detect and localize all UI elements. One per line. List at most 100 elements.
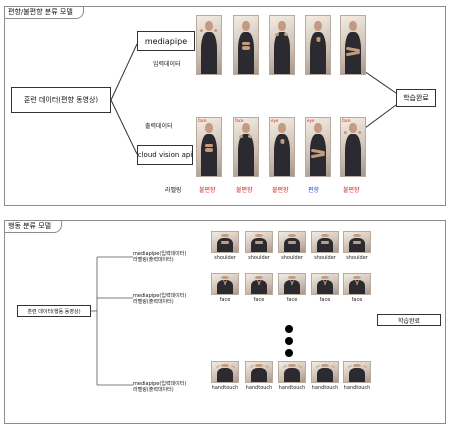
person-arm — [199, 28, 205, 33]
labeling-legend-label: 라벨링 — [165, 187, 182, 194]
person-arm — [315, 365, 320, 369]
person-arm — [282, 365, 287, 369]
behavior-photo — [211, 231, 239, 253]
person-head — [242, 122, 250, 134]
class-label: 불편향 — [236, 187, 253, 194]
person-arm — [320, 240, 330, 242]
photo-tag: eye — [307, 118, 315, 123]
person-head — [278, 20, 286, 32]
person-torso — [283, 237, 301, 252]
behavior-photo — [211, 273, 239, 295]
behavior-photo — [245, 231, 273, 253]
input-photo — [305, 15, 331, 75]
photo-tag: face — [198, 118, 207, 123]
bias-training-data-box: 훈련 데이터(편향 동영상) — [11, 87, 111, 113]
behavior-photo — [343, 231, 371, 253]
class-label: 불편향 — [343, 187, 360, 194]
person-head — [353, 275, 361, 280]
person-head — [205, 122, 213, 134]
person-head — [255, 363, 263, 368]
person-torso — [201, 134, 217, 176]
ellipsis-dot — [285, 349, 293, 357]
person-torso — [348, 279, 366, 294]
group-output-label: 라벨링(출력데이터) — [133, 257, 174, 263]
photo-caption: handtouch — [343, 385, 371, 391]
person-arm — [264, 365, 269, 369]
person-head — [353, 363, 361, 368]
person-arm — [347, 365, 352, 369]
behavior-panel-tab: 행동 분류 모델 — [4, 220, 63, 233]
person-arm — [220, 240, 230, 242]
ellipsis-dot — [285, 337, 293, 345]
person-head — [255, 233, 263, 238]
bias-training-data-label: 훈련 데이터(편향 동영상) — [23, 96, 99, 104]
person-arm — [362, 365, 367, 369]
photo-caption: shoulder — [346, 255, 368, 261]
person-head — [349, 20, 357, 32]
person-arm — [205, 143, 213, 147]
input-photo — [340, 15, 366, 75]
person-arm — [297, 365, 302, 369]
person-arm — [249, 365, 254, 369]
person-torso — [216, 237, 234, 252]
input-photo — [233, 15, 259, 75]
person-head — [205, 20, 213, 32]
behavior-photo — [311, 231, 339, 253]
behavior-flow-lines — [91, 256, 133, 386]
behavior-training-complete-label: 학습완료 — [397, 317, 421, 325]
person-torso — [250, 367, 268, 382]
behavior-photo — [245, 361, 273, 383]
photo-caption: shoulder — [314, 255, 336, 261]
person-arm — [242, 46, 250, 50]
behavior-photo — [311, 273, 339, 295]
person-arm — [320, 242, 330, 244]
output-photo — [305, 117, 331, 177]
person-torso — [216, 279, 234, 294]
behavior-photo — [343, 273, 371, 295]
person-torso — [216, 367, 234, 382]
person-torso — [348, 367, 366, 382]
person-head — [288, 275, 296, 280]
photo-caption: handtouch — [278, 385, 306, 391]
behavior-training-data-label: 훈련 데이터(행동 동영상) — [27, 308, 81, 315]
behavior-photo — [278, 231, 306, 253]
behavior-photo — [311, 361, 339, 383]
bias-training-complete-box: 학습완료 — [396, 89, 436, 107]
person-head — [242, 20, 250, 32]
person-torso — [250, 279, 268, 294]
person-head — [288, 363, 296, 368]
input-photo — [196, 15, 222, 75]
output-photo — [196, 117, 222, 177]
person-torso — [316, 279, 334, 294]
person-arm — [330, 365, 335, 369]
person-head — [288, 233, 296, 238]
person-head — [221, 363, 229, 368]
person-head — [314, 122, 322, 134]
photo-caption: shoulder — [248, 255, 270, 261]
cloud-vision-box: cloud vision api — [137, 145, 193, 165]
person-torso — [274, 134, 290, 176]
person-head — [321, 363, 329, 368]
bias-panel-tab: 편향/불편향 분류 모델 — [4, 6, 84, 19]
person-arm — [254, 242, 264, 244]
person-arm — [287, 240, 297, 242]
output-photo — [269, 117, 295, 177]
photo-caption: face — [219, 297, 231, 303]
person-torso — [316, 237, 334, 252]
person-torso — [310, 32, 326, 74]
behavior-photo — [211, 361, 239, 383]
person-arm — [213, 28, 219, 33]
behavior-photo — [343, 361, 371, 383]
person-head — [321, 275, 329, 280]
group-io-label: mediapipe(입력데이터)라벨링(출력데이터) — [133, 381, 186, 393]
person-head — [221, 233, 229, 238]
photo-caption: shoulder — [281, 255, 303, 261]
behavior-classification-panel: 행동 분류 모델 훈련 데이터(행동 동영상) mediapipe(입력데이터)… — [4, 220, 446, 424]
class-label: 불편향 — [199, 187, 216, 194]
person-torso — [283, 367, 301, 382]
person-head — [255, 275, 263, 280]
mediapipe-box: mediapipe — [137, 31, 195, 51]
person-torso — [250, 237, 268, 252]
photo-caption: shoulder — [214, 255, 236, 261]
photo-tag: eye — [271, 118, 279, 123]
